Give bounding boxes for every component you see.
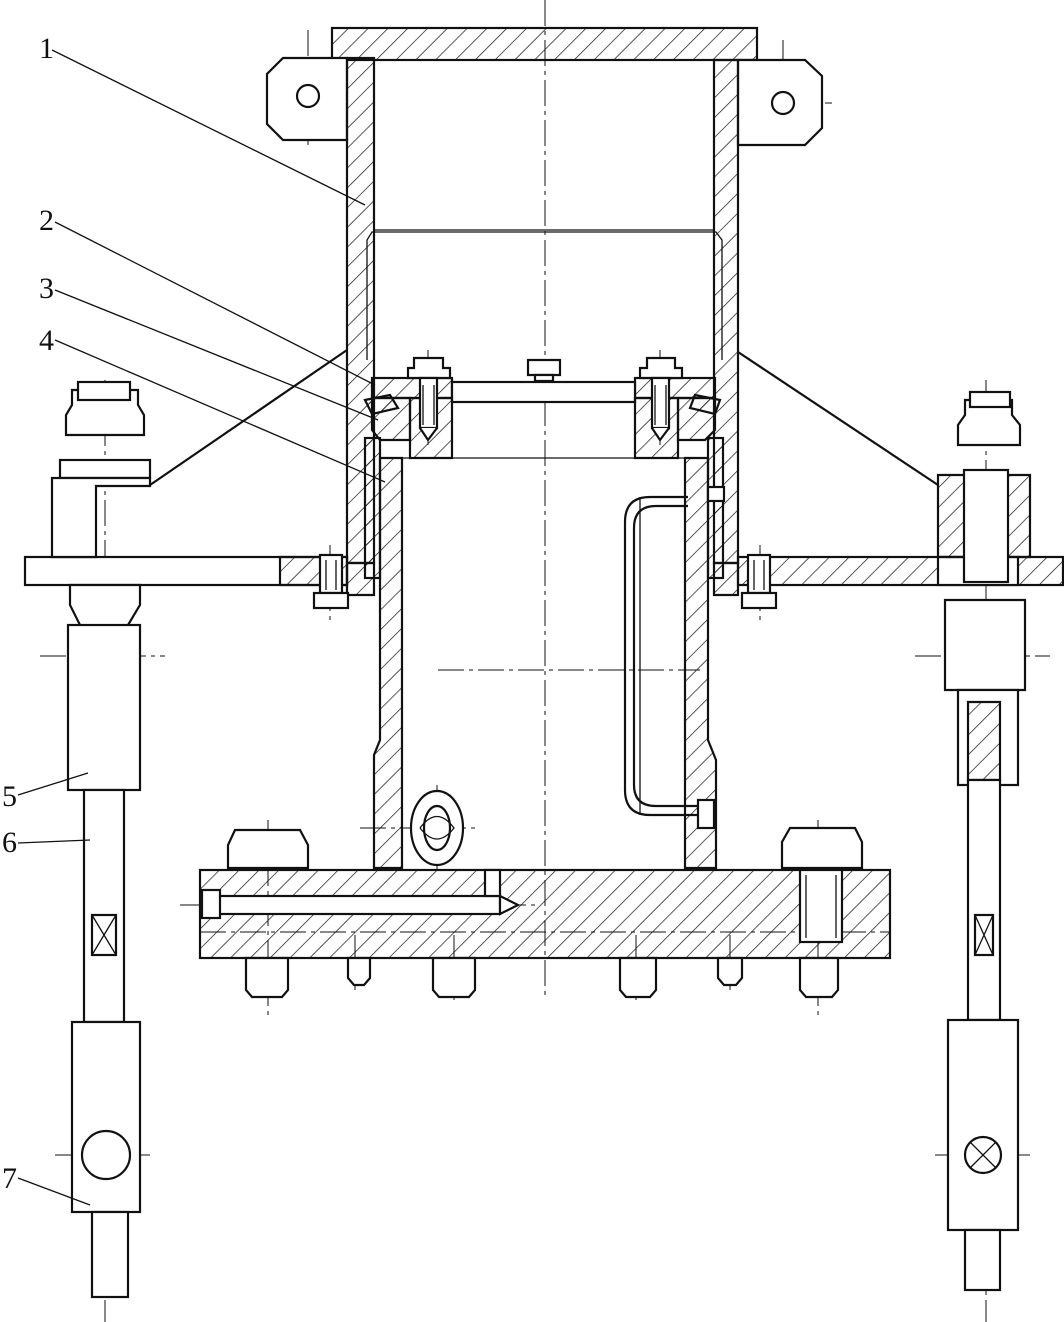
right-linkage [936, 390, 1032, 1292]
cap-screws [406, 356, 684, 442]
part-labels: 1 2 3 4 5 6 7 [2, 32, 54, 1195]
leader-lines [17, 49, 386, 1206]
label-part-4: 4 [39, 324, 54, 357]
label-part-5: 5 [2, 780, 17, 813]
label-part-6: 6 [2, 826, 17, 859]
label-part-2: 2 [39, 204, 54, 237]
top-cylinder-housing [265, 26, 824, 565]
label-part-1: 1 [39, 32, 54, 65]
braces [149, 349, 939, 486]
flange-plate [23, 553, 1064, 610]
inner-body [363, 436, 726, 870]
label-part-3: 3 [39, 272, 54, 305]
base-plate [198, 826, 892, 999]
label-part-7: 7 [2, 1162, 17, 1195]
left-linkage [50, 380, 152, 1299]
center-lines [40, 0, 1050, 1322]
